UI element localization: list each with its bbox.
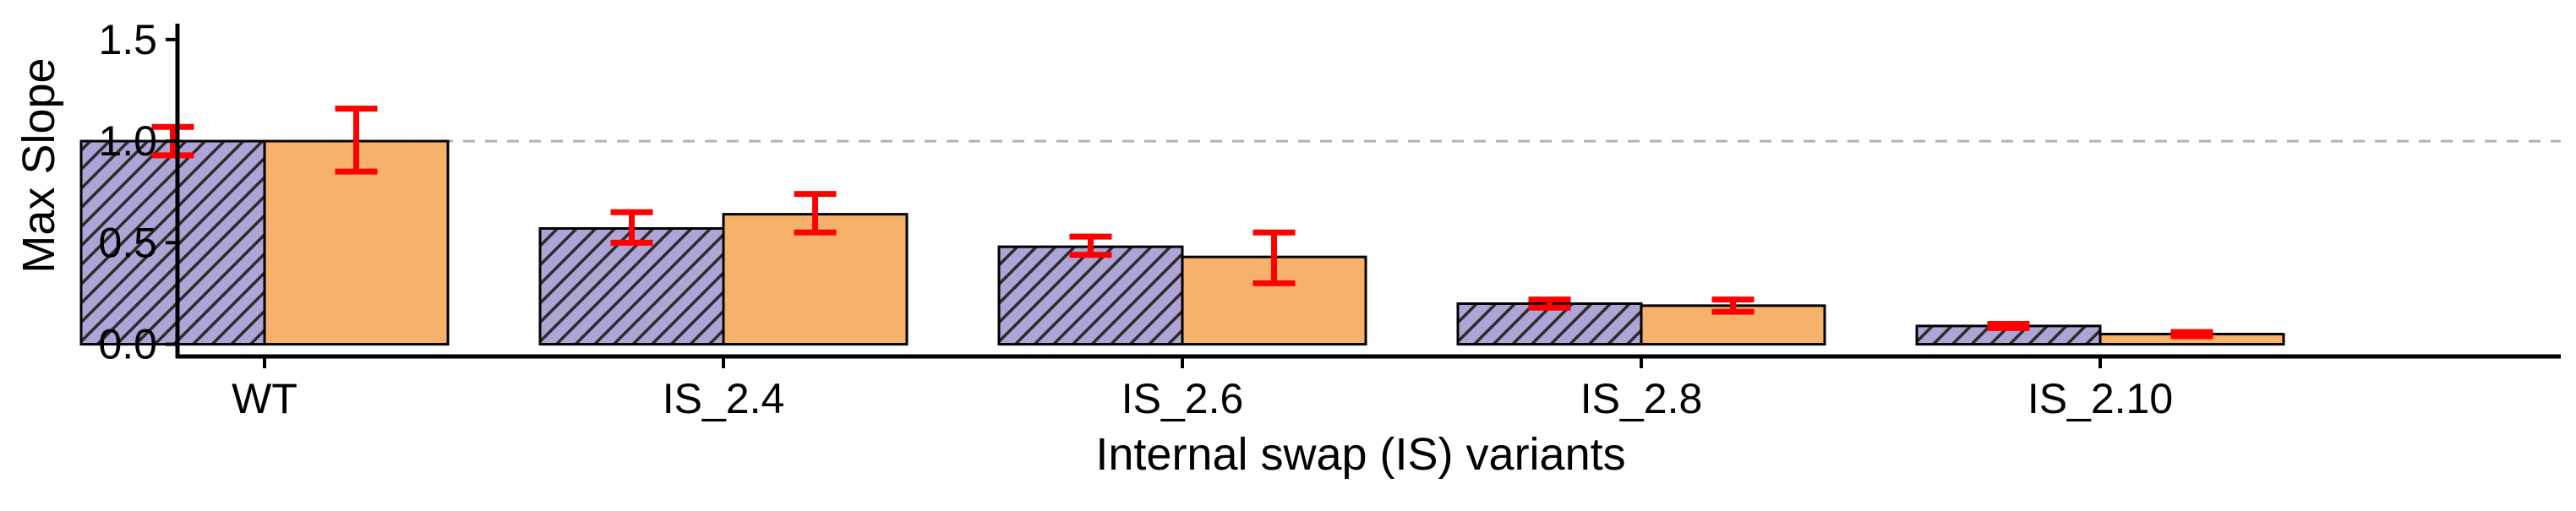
x-tick-label: IS_2.10 — [2028, 375, 2173, 422]
error-bar-series2-is-2-10 — [2170, 329, 2213, 340]
error-bar-series1-is-2-6 — [1069, 233, 1112, 258]
bar-series1-is-2-4 — [538, 226, 725, 346]
error-bar-series2-is-2-4 — [794, 191, 837, 236]
y-tick-label: 1.0 — [98, 117, 157, 165]
x-axis-title: Internal swap (IS) variants — [1095, 429, 1625, 480]
error-bar-series1-is-2-8 — [1528, 296, 1571, 311]
bar-series2-is-2-4 — [722, 213, 909, 346]
x-tick-label: IS_2.4 — [663, 375, 785, 422]
error-bar-series1-is-2-4 — [610, 209, 653, 246]
error-bar-series2-wt — [335, 106, 378, 175]
bar-series2-wt — [263, 139, 450, 346]
x-tick-label: IS_2.6 — [1122, 375, 1244, 422]
bar-series2-is-2-6 — [1181, 255, 1367, 346]
error-bar-series2-is-2-8 — [1711, 296, 1755, 315]
x-tick-label: IS_2.8 — [1580, 375, 1703, 422]
y-axis-title: Max Slope — [14, 57, 64, 273]
y-tick-label: 1.5 — [98, 16, 157, 63]
y-tick-label: 0.0 — [98, 321, 157, 368]
error-bar-series2-is-2-6 — [1253, 229, 1296, 286]
x-tick-label: WT — [232, 375, 297, 422]
error-bar-series1-is-2-10 — [1987, 321, 2030, 331]
y-tick-label: 0.5 — [98, 219, 157, 266]
bar-series1-is-2-6 — [997, 245, 1184, 346]
